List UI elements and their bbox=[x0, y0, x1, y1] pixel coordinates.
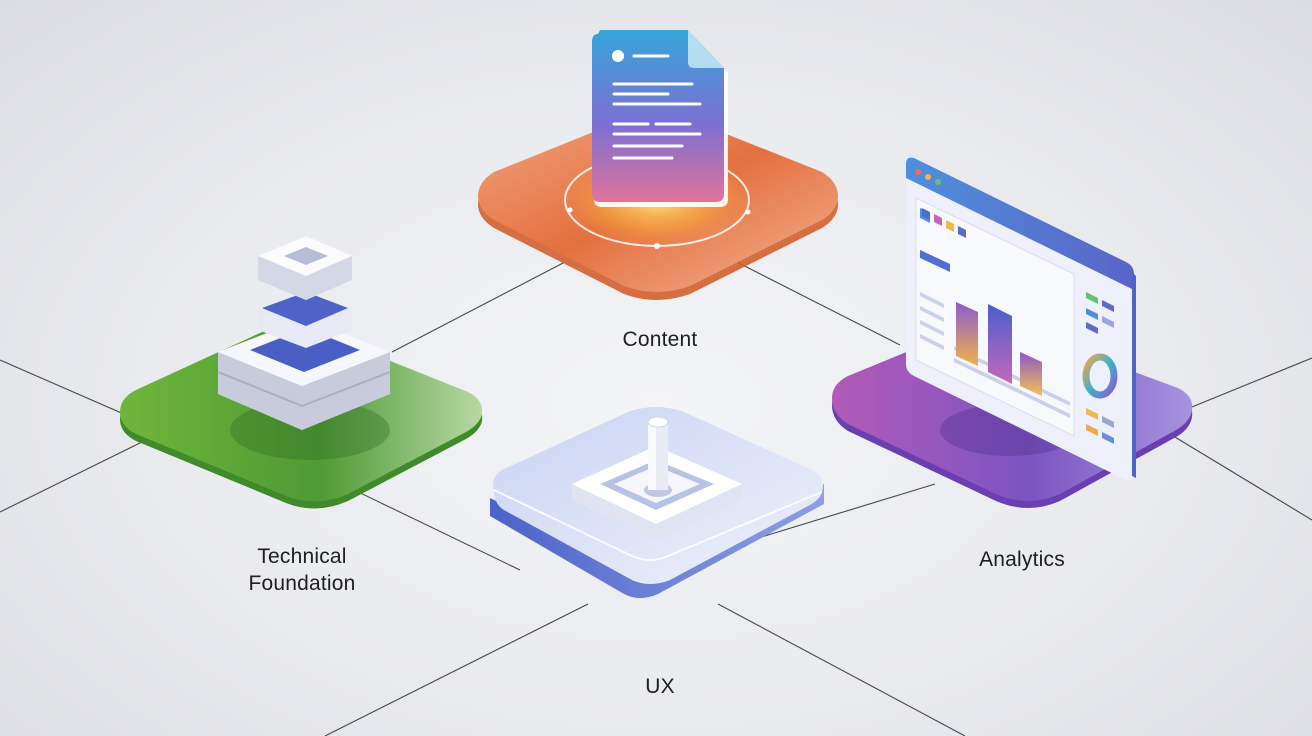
content-node bbox=[478, 30, 838, 300]
technical-foundation-label-line2: Foundation bbox=[248, 572, 356, 595]
connector-lines bbox=[0, 251, 1312, 736]
dashboard-window-icon bbox=[906, 157, 1136, 481]
donut-chart bbox=[1082, 353, 1118, 399]
joystick-icon bbox=[572, 416, 742, 540]
analytics-node bbox=[832, 157, 1193, 508]
content-label: Content bbox=[622, 328, 698, 351]
technical-foundation-node bbox=[120, 236, 483, 509]
technical-foundation-label-line1: Technical bbox=[257, 545, 347, 568]
stacked-layers-icon bbox=[217, 236, 391, 430]
technical-foundation-label: Technical Foundation bbox=[212, 543, 392, 597]
document-icon bbox=[592, 30, 728, 207]
analytics-label: Analytics bbox=[979, 548, 1065, 571]
ux-node bbox=[490, 407, 824, 598]
ux-label: UX bbox=[645, 675, 675, 698]
